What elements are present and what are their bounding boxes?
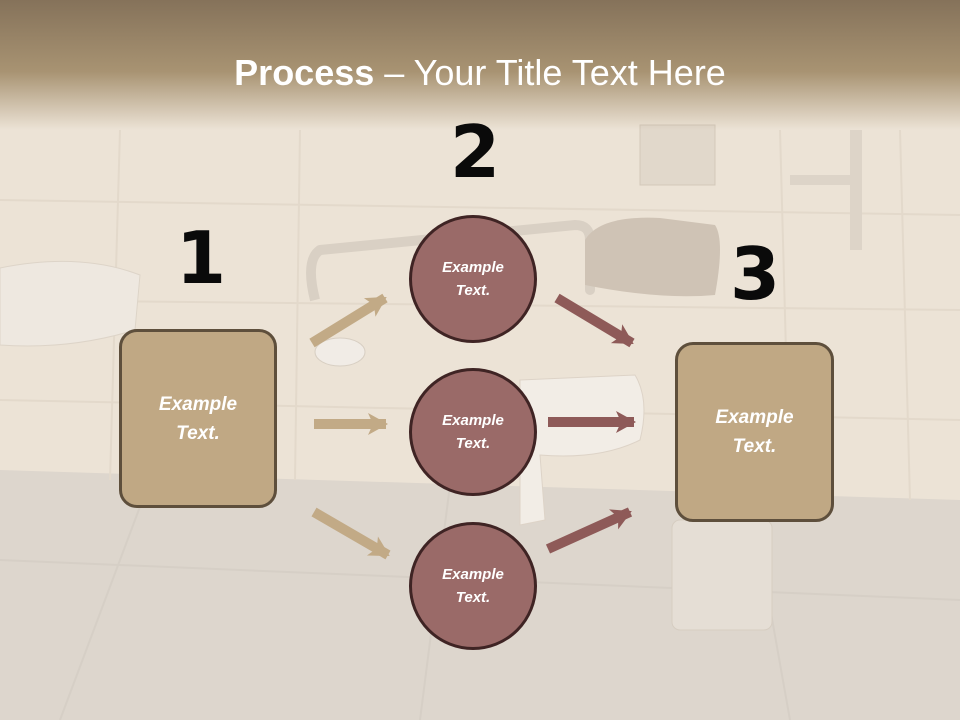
arrow-1-to-top [309, 293, 388, 348]
arrow-top-to-3 [554, 293, 635, 348]
circle-top-line1: Example [442, 259, 504, 276]
step-number-2: 2 [450, 110, 501, 194]
step-1-text-line2: Text. [176, 422, 220, 444]
step-number-1: 1 [176, 216, 227, 300]
slide-title: Process – Your Title Text Here [0, 52, 960, 94]
step-2-circle-middle: Example Text. [409, 368, 537, 496]
circle-middle-line1: Example [442, 412, 504, 429]
step-3-box: Example Text. [675, 342, 834, 522]
step-1-text-line1: Example [158, 393, 238, 415]
step-2-circle-bottom: Example Text. [409, 522, 537, 650]
title-band [0, 0, 960, 130]
step-3-text-line1: Example [715, 407, 794, 428]
step-2-circle-top: Example Text. [409, 215, 537, 343]
circle-bottom-line1: Example [442, 566, 504, 583]
title-bold: Process [234, 52, 375, 93]
step-3-text-line2: Text. [732, 436, 777, 457]
circle-bottom-line2: Text. [455, 589, 491, 606]
title-rest: – Your Title Text Here [374, 52, 726, 93]
step-number-3: 3 [730, 232, 781, 316]
circle-top-line2: Text. [455, 282, 491, 299]
arrow-1-to-bottom [311, 507, 391, 560]
circle-middle-line2: Text. [455, 435, 491, 452]
step-1-box: Example Text. [119, 329, 277, 508]
arrow-bottom-to-3 [545, 507, 633, 554]
